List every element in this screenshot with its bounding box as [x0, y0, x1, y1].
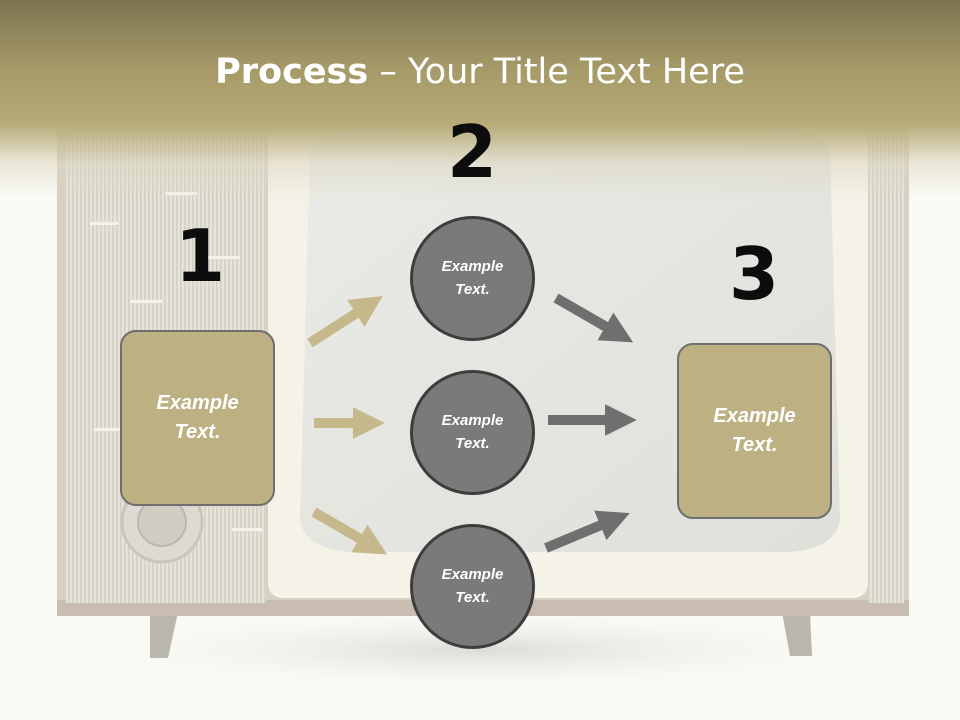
arrow-circle3-to-step3 — [544, 510, 630, 553]
arrow-step1-to-circle1 — [307, 296, 383, 348]
title-rest: – Your Title Text Here — [368, 52, 745, 92]
circle-bottom: Example Text. — [410, 524, 535, 649]
arrow-step1-to-circle3 — [311, 507, 388, 555]
step-number-3: 3 — [728, 232, 780, 316]
slide-title: Process – Your Title Text Here — [0, 52, 960, 92]
step3-box: Example Text. — [677, 343, 832, 519]
title-bold: Process — [215, 52, 369, 92]
header-band — [0, 0, 960, 200]
step1-box: Example Text. — [120, 330, 275, 506]
arrow-circle1-to-step3 — [553, 293, 634, 343]
step-number-2: 2 — [446, 110, 498, 194]
circle-top: Example Text. — [410, 216, 535, 341]
circle-middle: Example Text. — [410, 370, 535, 495]
step-number-1: 1 — [174, 214, 226, 298]
